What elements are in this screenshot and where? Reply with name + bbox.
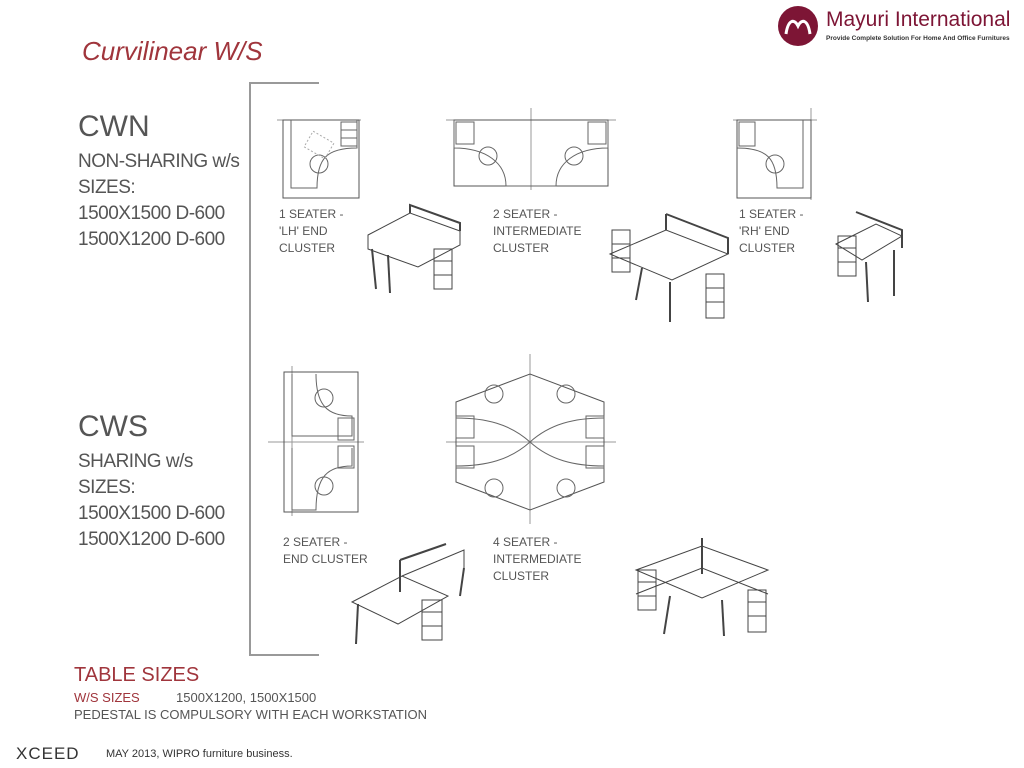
cwn-spec-line: NON-SHARING w/s	[78, 151, 240, 172]
cws-spec-line: SHARING w/s	[78, 451, 193, 472]
rh-end-3d-drawing	[832, 208, 906, 304]
xceed-logo: XCEED	[16, 744, 80, 763]
rh-end-plan-drawing	[733, 108, 817, 200]
footer-credit: MAY 2013, WIPRO furniture business.	[106, 748, 293, 760]
cws-spec-line: 1500X1200 D-600	[78, 529, 225, 550]
page-title: Curvilinear W/S	[82, 36, 263, 66]
cws-code: CWS	[78, 410, 148, 443]
caption-lh-end: 1 SEATER - 'LH' END CLUSTER	[279, 207, 344, 255]
brand-name-part2: International	[894, 8, 1011, 31]
caption-intermediate-4: 4 SEATER - INTERMEDIATE CLUSTER	[493, 535, 582, 583]
intermediate-2-3d-drawing	[606, 210, 732, 326]
brand-tagline: Provide Complete Solution For Home And O…	[826, 35, 1010, 42]
cwn-code: CWN	[78, 110, 150, 143]
pedestal-note: PEDESTAL IS COMPULSORY WITH EACH WORKSTA…	[74, 707, 427, 722]
brand-name: Mayuri International	[826, 8, 1010, 32]
ws-sizes-label: W/S SIZES	[74, 690, 140, 705]
caption-rh-end: 1 SEATER - 'RH' END CLUSTER	[739, 207, 804, 255]
lh-end-plan-drawing	[277, 108, 361, 200]
cws-specs: SHARING w/s SIZES: 1500X1500 D-600 1500X…	[78, 449, 225, 553]
caption-end-2: 2 SEATER - END CLUSTER	[283, 535, 368, 566]
cwn-spec-line: 1500X1500 D-600	[78, 203, 225, 224]
end-2-plan-drawing	[268, 366, 364, 516]
cwn-specs: NON-SHARING w/s SIZES: 1500X1500 D-600 1…	[78, 149, 240, 253]
brand-logo-icon	[778, 6, 818, 46]
section-bracket	[249, 82, 319, 656]
ws-sizes-value: 1500X1200, 1500X1500	[176, 690, 317, 705]
lh-end-3d-drawing	[360, 205, 470, 293]
intermediate-4-plan-drawing	[446, 354, 616, 524]
brand-name-part1: Mayuri	[826, 8, 890, 31]
intermediate-2-plan-drawing	[446, 108, 616, 190]
intermediate-4-3d-drawing	[630, 534, 774, 638]
cwn-spec-line: SIZES:	[78, 177, 136, 198]
cws-spec-line: 1500X1500 D-600	[78, 503, 225, 524]
cws-spec-line: SIZES:	[78, 477, 136, 498]
caption-intermediate-2: 2 SEATER - INTERMEDIATE CLUSTER	[493, 207, 582, 255]
cwn-spec-line: 1500X1200 D-600	[78, 229, 225, 250]
ws-sizes-row: W/S SIZES 1500X1200, 1500X1500	[74, 690, 316, 705]
end-2-3d-drawing	[348, 540, 472, 646]
table-sizes-title: TABLE SIZES	[74, 664, 200, 686]
